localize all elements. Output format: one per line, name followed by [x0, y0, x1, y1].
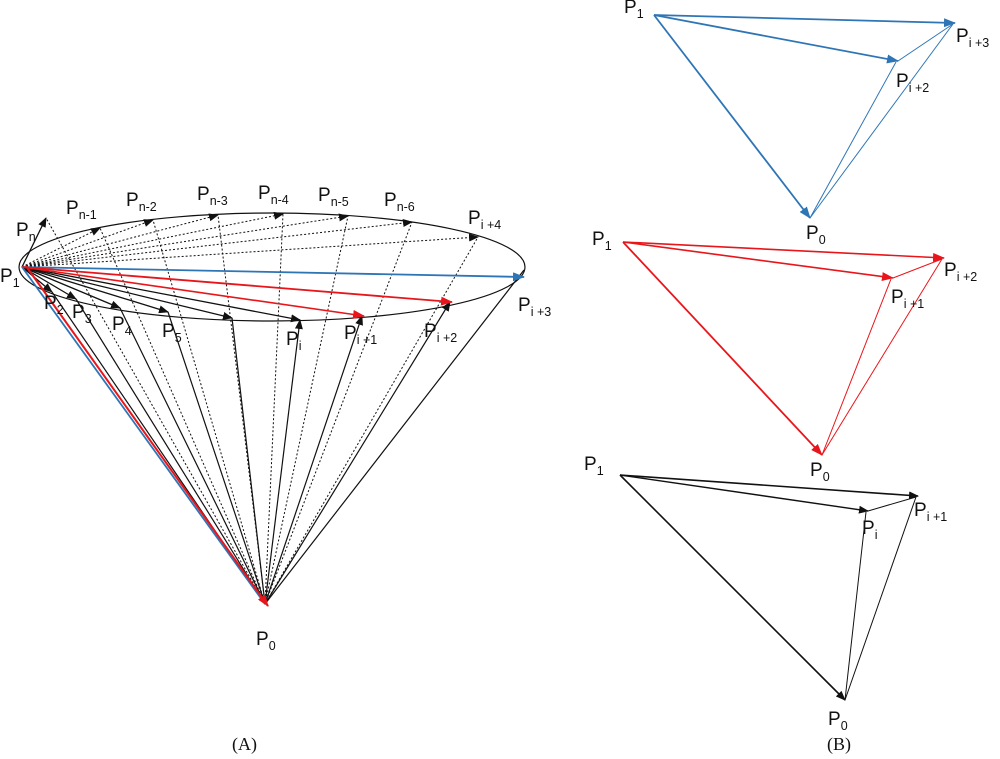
blue-p1-pi3 — [653, 14, 956, 28]
triangle-blue — [653, 14, 956, 219]
black-label-pi: Pi — [862, 518, 877, 542]
dotted-p1-pi4 — [21, 233, 479, 268]
line-p0-pi1 — [264, 315, 363, 605]
black-p1-p0 — [619, 474, 846, 701]
cone-right-edge — [264, 269, 525, 605]
dotted-p1-pn1 — [21, 227, 101, 268]
label-p0: P0 — [256, 629, 276, 653]
black-label-p1: P1 — [584, 454, 604, 478]
arrow-p1-p5 — [21, 266, 169, 314]
dotted-p0-pn1 — [99, 227, 266, 605]
dotted-p1-pn2 — [21, 219, 154, 268]
blue-arrow-p1-pi3 — [21, 266, 525, 282]
label-pi-4: Pi +4 — [468, 208, 501, 232]
red-p1-pi1 — [622, 241, 894, 282]
label-pi: Pi — [286, 329, 301, 353]
blue-label-p0: P0 — [806, 223, 826, 247]
dotted-p0-pi4 — [264, 236, 479, 605]
blue-p1-p0 — [653, 14, 811, 219]
dotted-p0-pn4 — [264, 213, 284, 605]
blue-p1-pi2 — [653, 14, 899, 64]
label-p1: P1 — [0, 266, 20, 290]
red-p1-p0 — [622, 241, 823, 456]
blue-p0-pi3 — [809, 23, 954, 219]
dotted-p0-pn2 — [152, 219, 266, 605]
arrow-p1-pn — [21, 217, 47, 268]
label-pn-1: Pn-1 — [66, 198, 97, 222]
red-label-p0: P0 — [810, 460, 830, 484]
black-p0-pi — [844, 511, 867, 701]
label-pn-4: Pn-4 — [258, 183, 289, 207]
line-p0-p5b — [231, 317, 266, 605]
blue-line-p1-p0 — [21, 266, 266, 605]
p1-to-rim-arrows — [21, 217, 301, 323]
label-pn: Pn — [16, 220, 36, 244]
cone-base-ellipse — [18, 212, 526, 322]
caption-b: (B) — [827, 734, 851, 755]
red-p0-pi1 — [821, 278, 892, 456]
black-p1-pi1 — [619, 474, 919, 500]
red-arrow-p1-pi2 — [21, 266, 453, 306]
line-p0-p5 — [167, 311, 266, 605]
dotted-p0-pn6 — [264, 221, 413, 605]
line-p0-pi2 — [264, 301, 451, 605]
black-label-pi1: Pi +1 — [914, 500, 947, 524]
label-p5: P5 — [162, 321, 182, 345]
red-p1-pi2 — [622, 241, 945, 262]
dotted-p1-pn5 — [21, 213, 349, 268]
black-label-p0: P0 — [828, 709, 848, 733]
triangle-red — [622, 241, 945, 456]
dotted-p1-pn6 — [21, 219, 413, 268]
red-label-pi2: Pi +2 — [944, 260, 977, 284]
label-p4: P4 — [112, 314, 132, 338]
dotted-p1-pn3 — [21, 213, 219, 268]
red-arrow-p1-p0 — [25, 265, 269, 607]
label-pi-2: Pi +2 — [424, 321, 457, 345]
arrow-p1-p5b — [21, 266, 233, 320]
dotted-p0-pn5 — [264, 215, 349, 605]
label-pn-6: Pn-6 — [384, 190, 415, 214]
red-p0-pi2 — [821, 258, 943, 456]
label-pn-5: Pn-5 — [318, 185, 349, 209]
caption-a: (A) — [232, 734, 257, 755]
label-pi-3: Pi +3 — [518, 295, 551, 319]
label-p3: P3 — [72, 302, 92, 326]
arrow-p1-p2 — [21, 266, 53, 293]
label-pn-3: Pn-3 — [197, 184, 228, 208]
triangle-black — [619, 474, 919, 701]
arrow-p1-p4 — [21, 266, 121, 309]
arrow-p1-pi — [21, 266, 301, 323]
blue-label-pi3: Pi +3 — [956, 26, 989, 50]
line-p0-pi — [264, 319, 303, 605]
dotted-p1-pn4 — [21, 211, 284, 268]
blue-pi2-pi3 — [897, 23, 954, 62]
panel-a: Pn Pn-1 Pn-2 Pn-3 Pn-4 Pn-5 Pn-6 Pi +4 P… — [0, 183, 551, 755]
dotted-p0-pn — [45, 217, 266, 605]
p1-to-upper-rim-dotted — [21, 211, 479, 268]
black-p1-pi — [619, 474, 869, 514]
panel-b: P1 Pi +3 Pi +2 P0 P1 Pi +2 Pi +1 P0 P1 P… — [584, 0, 989, 755]
blue-label-pi2: Pi +2 — [896, 71, 929, 95]
label-p2: P2 — [44, 293, 64, 317]
line-p0-p4 — [119, 307, 266, 605]
blue-label-p1: P1 — [624, 0, 644, 21]
label-pi-1: Pi +1 — [344, 323, 377, 347]
red-arrow-p1-pi1 — [21, 266, 365, 319]
red-pi1-pi2 — [892, 258, 943, 279]
red-label-pi1: Pi +1 — [891, 287, 924, 311]
red-label-p1: P1 — [592, 229, 612, 253]
line-p0-p3 — [75, 298, 266, 605]
label-pn-2: Pn-2 — [126, 190, 157, 214]
black-pi-pi1 — [867, 496, 917, 512]
black-p0-pi1 — [844, 496, 917, 701]
blue-p0-pi2 — [809, 61, 897, 219]
